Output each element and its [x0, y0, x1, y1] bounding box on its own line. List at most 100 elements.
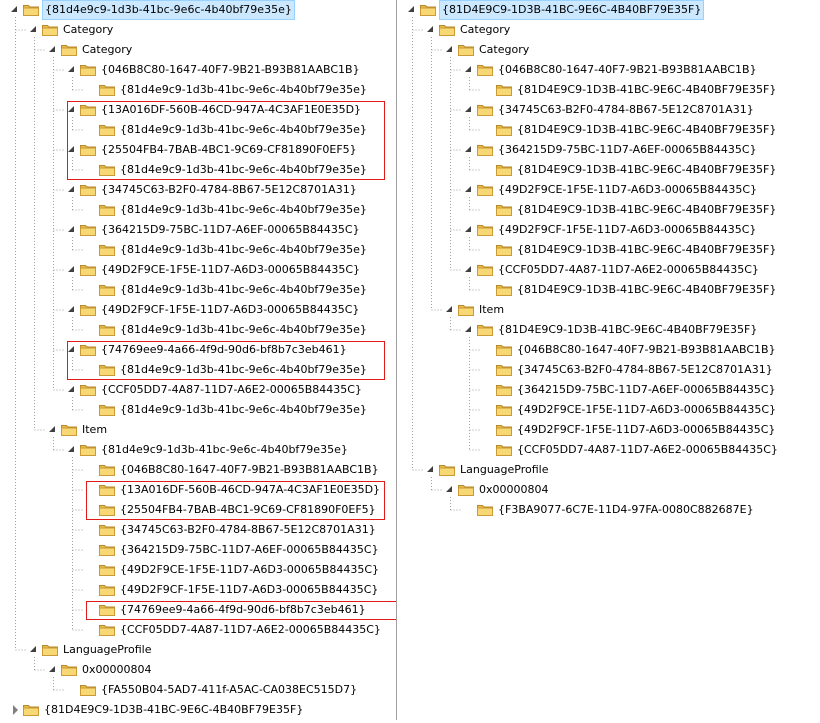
folder-icon: [496, 203, 512, 216]
tree-node-label: {CCF05DD7-4A87-11D7-A6E2-00065B84435C}: [498, 263, 759, 276]
tree-node-label: LanguageProfile: [63, 643, 152, 656]
folder-icon: [496, 363, 512, 376]
expanded-arrow-icon[interactable]: [49, 426, 55, 432]
expanded-arrow-icon[interactable]: [68, 306, 74, 312]
tree-node-label: 0x00000804: [479, 483, 549, 496]
expanded-arrow-icon[interactable]: [465, 186, 471, 192]
folder-icon: [477, 103, 493, 116]
tree-node-label: {13A016DF-560B-46CD-947A-4C3AF1E0E35D}: [120, 483, 381, 496]
tree-node-label: {13A016DF-560B-46CD-947A-4C3AF1E0E35D}: [101, 103, 362, 116]
folder-icon: [99, 563, 115, 576]
tree-node-label: {CCF05DD7-4A87-11D7-A6E2-00065B84435C}: [517, 443, 778, 456]
folder-icon: [61, 43, 77, 56]
expanded-arrow-icon[interactable]: [68, 386, 74, 392]
folder-icon: [496, 163, 512, 176]
folder-icon: [61, 663, 77, 676]
folder-icon: [99, 623, 115, 636]
expanded-arrow-icon[interactable]: [446, 486, 452, 492]
expanded-arrow-icon[interactable]: [68, 266, 74, 272]
folder-icon: [80, 143, 96, 156]
tree-node-label: {74769ee9-4a66-4f9d-90d6-bf8b7c3eb461}: [120, 603, 366, 616]
expanded-arrow-icon[interactable]: [68, 346, 74, 352]
tree-node-label: {046B8C80-1647-40F7-9B21-B93B81AABC1B}: [517, 343, 776, 356]
expanded-arrow-icon[interactable]: [446, 46, 452, 52]
expanded-arrow-icon[interactable]: [465, 326, 471, 332]
tree-node-label: {046B8C80-1647-40F7-9B21-B93B81AABC1B}: [498, 63, 757, 76]
expanded-arrow-icon[interactable]: [68, 186, 74, 192]
tree-node-label: {25504FB4-7BAB-4BC1-9C69-CF81890F0EF5}: [120, 503, 376, 516]
expanded-arrow-icon[interactable]: [30, 646, 36, 652]
folder-icon: [99, 83, 115, 96]
folder-icon: [80, 263, 96, 276]
expanded-arrow-icon[interactable]: [465, 106, 471, 112]
tree-node-label: {49D2F9CE-1F5E-11D7-A6D3-00065B84435C}: [498, 183, 757, 196]
folder-icon: [80, 303, 96, 316]
expanded-arrow-icon[interactable]: [465, 266, 471, 272]
collapsed-arrow-icon[interactable]: [13, 705, 18, 715]
folder-icon: [99, 603, 115, 616]
folder-icon: [420, 3, 436, 16]
folder-icon: [80, 383, 96, 396]
tree-node-label: {25504FB4-7BAB-4BC1-9C69-CF81890F0EF5}: [101, 143, 357, 156]
expanded-arrow-icon[interactable]: [446, 306, 452, 312]
expanded-arrow-icon[interactable]: [30, 26, 36, 32]
tree-node-label: {81d4e9c9-1d3b-41bc-9e6c-4b40bf79e35e}: [120, 123, 367, 136]
tree-node-label: {49D2F9CE-1F5E-11D7-A6D3-00065B84435C}: [120, 563, 379, 576]
folder-icon: [496, 123, 512, 136]
folder-icon: [477, 63, 493, 76]
folder-icon: [42, 23, 58, 36]
expanded-arrow-icon[interactable]: [68, 226, 74, 232]
tree-node-label: {34745C63-B2F0-4784-8B67-5E12C8701A31}: [120, 523, 376, 536]
folder-icon: [99, 543, 115, 556]
tree-node-label: {F3BA9077-6C7E-11D4-97FA-0080C882687E}: [498, 503, 754, 516]
tree-node-label: {49D2F9CF-1F5E-11D7-A6D3-00065B84435C}: [498, 223, 757, 236]
folder-icon: [458, 483, 474, 496]
tree-node-label: {81D4E9C9-1D3B-41BC-9E6C-4B40BF79E35F}: [498, 323, 758, 336]
folder-icon: [496, 343, 512, 356]
tree-node-label: {81D4E9C9-1D3B-41BC-9E6C-4B40BF79E35F}: [517, 83, 777, 96]
pane-splitter[interactable]: [396, 0, 397, 720]
folder-icon: [99, 203, 115, 216]
folder-icon: [477, 223, 493, 236]
folder-icon: [99, 283, 115, 296]
tree-node-label: {81D4E9C9-1D3B-41BC-9E6C-4B40BF79E35F}: [517, 123, 777, 136]
expanded-arrow-icon[interactable]: [465, 146, 471, 152]
tree-node-label: {49D2F9CF-1F5E-11D7-A6D3-00065B84435C}: [517, 423, 776, 436]
folder-icon: [496, 83, 512, 96]
tree-node-label: {34745C63-B2F0-4784-8B67-5E12C8701A31}: [517, 363, 773, 376]
folder-icon: [80, 683, 96, 696]
tree-node-label: {49D2F9CF-1F5E-11D7-A6D3-00065B84435C}: [101, 303, 360, 316]
expanded-arrow-icon[interactable]: [68, 146, 74, 152]
expanded-arrow-icon[interactable]: [49, 46, 55, 52]
folder-icon: [99, 363, 115, 376]
folder-icon: [80, 103, 96, 116]
tree-node-label: {81D4E9C9-1D3B-41BC-9E6C-4B40BF79E35F}: [517, 163, 777, 176]
tree-node-label: {49D2F9CF-1F5E-11D7-A6D3-00065B84435C}: [120, 583, 379, 596]
folder-icon: [458, 43, 474, 56]
tree-node-label: Item: [82, 423, 108, 436]
expanded-arrow-icon[interactable]: [49, 666, 55, 672]
expanded-arrow-icon[interactable]: [465, 226, 471, 232]
expanded-arrow-icon[interactable]: [11, 6, 17, 12]
folder-icon: [80, 443, 96, 456]
expanded-arrow-icon[interactable]: [427, 26, 433, 32]
expanded-arrow-icon[interactable]: [68, 446, 74, 452]
expanded-arrow-icon[interactable]: [465, 66, 471, 72]
folder-icon: [439, 463, 455, 476]
tree-node-label: {81D4E9C9-1D3B-41BC-9E6C-4B40BF79E35F}: [439, 0, 705, 20]
tree-node-label: Item: [479, 303, 505, 316]
folder-icon: [80, 343, 96, 356]
folder-icon: [439, 23, 455, 36]
expanded-arrow-icon[interactable]: [427, 466, 433, 472]
expanded-arrow-icon[interactable]: [68, 66, 74, 72]
tree-node-label: {81d4e9c9-1d3b-41bc-9e6c-4b40bf79e35e}: [42, 0, 295, 20]
tree-node-label: {81D4E9C9-1D3B-41BC-9E6C-4B40BF79E35F}: [517, 243, 777, 256]
expanded-arrow-icon[interactable]: [408, 6, 414, 12]
folder-icon: [99, 463, 115, 476]
tree-node-label: {81d4e9c9-1d3b-41bc-9e6c-4b40bf79e35e}: [120, 403, 367, 416]
tree-node-label: {49D2F9CE-1F5E-11D7-A6D3-00065B84435C}: [517, 403, 776, 416]
folder-icon: [80, 183, 96, 196]
folder-icon: [99, 403, 115, 416]
folder-icon: [477, 143, 493, 156]
expanded-arrow-icon[interactable]: [68, 106, 74, 112]
